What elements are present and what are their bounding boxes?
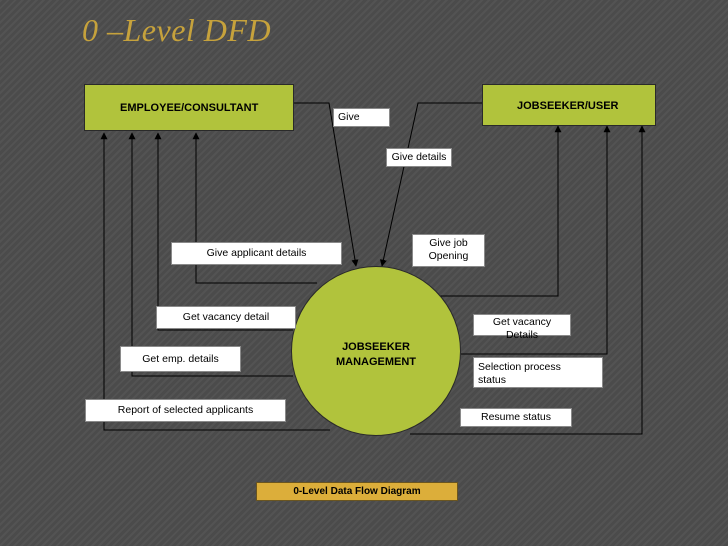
flow-label-resume-status: Resume status <box>460 408 572 427</box>
flow-label-give-job-opening: Give job Opening <box>412 234 485 267</box>
flow-label-report-selected: Report of selected applicants <box>85 399 286 422</box>
flow-label-give-details: Give details <box>386 148 452 167</box>
diagram-caption: 0-Level Data Flow Diagram <box>256 482 458 501</box>
flow-label-get-emp-details-text: Get emp. details <box>142 353 219 365</box>
process-label: JOBSEEKER MANAGEMENT <box>291 340 461 370</box>
flow-label-get-vacancy-detail-text: Get vacancy detail <box>182 311 270 323</box>
flow-label-get-vacancy-detail: Get vacancy detail <box>156 306 296 329</box>
flow-give-applicant-arrow <box>192 132 317 284</box>
flow-label-give-job-opening-line1: Give job <box>429 237 468 249</box>
flow-get-vacancy-detail-arrow <box>154 132 293 331</box>
flow-label-resume-status-text: Resume status <box>480 411 552 423</box>
flow-label-give-applicant-details-text: Give applicant details <box>206 247 307 259</box>
flow-label-selection-status: Selection process status <box>473 357 603 388</box>
flow-give-arrow <box>293 102 359 267</box>
flow-report-arrow <box>100 132 330 431</box>
flow-label-give: Give <box>333 108 390 127</box>
flow-label-give-applicant-details: Give applicant details <box>171 242 342 265</box>
flow-label-selection-status-line1: Selection process <box>478 361 561 373</box>
flow-selection-status-arrow <box>461 125 611 355</box>
process-jobseeker-management <box>291 266 461 436</box>
flow-resume-status-arrow <box>410 125 646 435</box>
process-label-line2: MANAGEMENT <box>335 356 417 368</box>
flow-label-get-vacancy-details: Get vacancy Details <box>473 314 571 341</box>
page-title: 0 –Level DFD <box>82 12 272 48</box>
flow-get-emp-details-arrow <box>128 132 293 377</box>
flow-label-get-emp-details: Get emp. details <box>120 346 241 372</box>
flow-get-vacancy-details-arrow <box>440 125 562 297</box>
process-label-line1: JOBSEEKER <box>342 341 410 353</box>
entity-jobseeker-label: JOBSEEKER/USER <box>517 100 619 112</box>
entity-employee-label: EMPLOYEE/CONSULTANT <box>120 102 259 114</box>
flow-give-details-arrow <box>379 102 482 267</box>
flow-label-give-details-text: Give details <box>391 151 447 163</box>
entity-jobseeker-user: JOBSEEKER/USER <box>482 84 656 126</box>
flow-label-give-job-opening-line2: Opening <box>428 250 469 262</box>
flow-label-report-selected-text: Report of selected applicants <box>117 404 254 416</box>
flow-label-get-vacancy-details-line2: Details <box>505 329 539 341</box>
entity-employee-consultant: EMPLOYEE/CONSULTANT <box>84 84 294 131</box>
flow-label-give-text: Give <box>338 111 360 123</box>
flow-label-selection-status-line2: status <box>478 374 507 386</box>
flow-label-get-vacancy-details-line1: Get vacancy <box>492 316 552 328</box>
